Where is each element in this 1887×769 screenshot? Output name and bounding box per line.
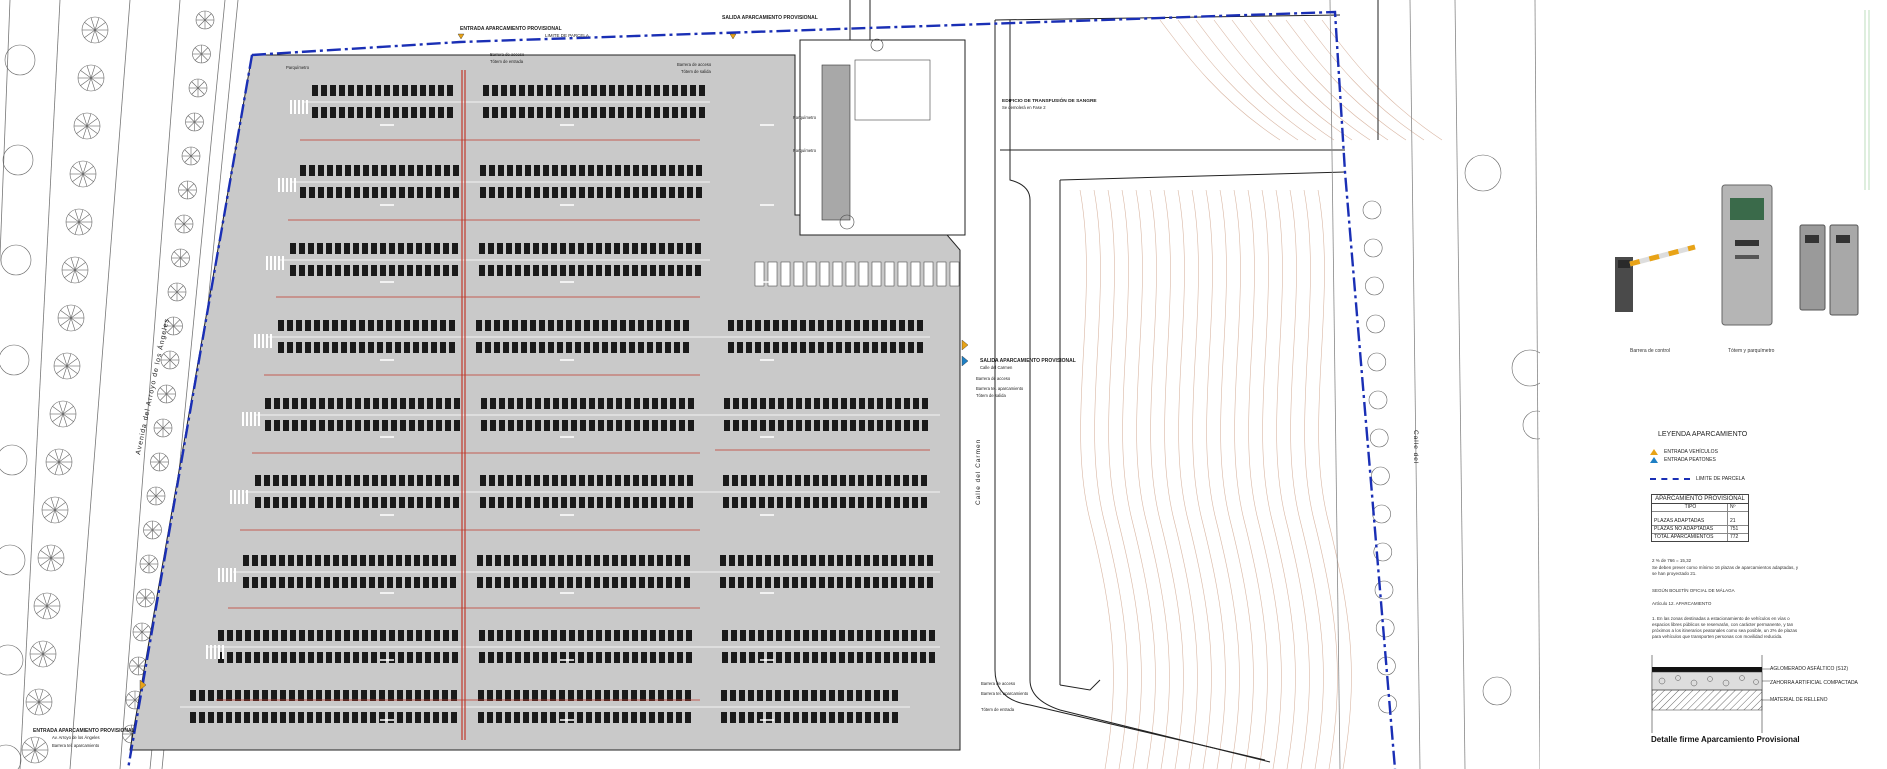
layer-relleno: MATERIAL DE RELLENO: [1770, 697, 1828, 703]
salida-top-label: SALIDA APARCAMIENTO PROVISIONAL: [722, 15, 818, 21]
site-plan: ENTRADA APARCAMIENTO PROVISIONAL SALIDA …: [0, 0, 1540, 769]
note-source: SEGÚN BOLETÍN OFICIAL DE MÁLAGA: [1652, 588, 1735, 593]
parking-stalls: [180, 85, 960, 723]
layer-zahorra: ZAHORRA ARTIFICIAL COMPACTADA: [1770, 680, 1858, 686]
edge-stamp: [1864, 10, 1870, 190]
building-core: [821, 64, 851, 221]
stall-row: [290, 165, 710, 198]
boundary-line-icon: [1650, 478, 1690, 480]
layer-asfalto: AGLOMERADO ASFÁLTICO (S12): [1770, 666, 1848, 672]
parquimetro-label-2: Parquímetro: [793, 115, 817, 120]
stall-row: [268, 320, 930, 353]
edificio-sub: Se demolerá en Fase 2: [1002, 105, 1046, 110]
plot-boundary-west: [126, 54, 254, 769]
stall-row: [302, 85, 710, 118]
far-right-street: [1329, 0, 1540, 769]
caption-totem: Tótem y parquímetro: [1728, 348, 1775, 354]
legend-title: LEYENDA APARCAMIENTO: [1658, 431, 1748, 438]
trees: [0, 10, 215, 769]
right-streets: [849, 0, 1379, 763]
table-title: APARCAMIENTO PROVISIONAL: [1652, 495, 1748, 504]
calle-carmen-small: Calle del Carmen: [980, 365, 1013, 370]
stall-row: [245, 475, 940, 508]
stall-row: [280, 243, 710, 276]
totem-entrada-label: Tótem de entrada: [490, 59, 524, 64]
parquimetro-label-1: Parquímetro: [286, 65, 310, 70]
legend-row-limite: LIMITE DE PARCELA: [1650, 476, 1745, 482]
salida-right-label: SALIDA APARCAMIENTO PROVISIONAL: [980, 358, 1076, 364]
barrera-label-2: Barrera de acceso: [677, 62, 712, 67]
barrier-illustration: [1615, 244, 1696, 312]
calle-right-label: Calle del: [1412, 430, 1419, 464]
stall-row: [208, 630, 940, 663]
calle-carmen-label: Calle del Carmen: [975, 439, 982, 505]
plot-boundary: [251, 10, 1397, 769]
totem-illustration: [1721, 184, 1859, 326]
info-panel: Barrera de control Tótem y parquímetro: [1580, 0, 1887, 769]
totem-entrada-2: Tótem de entrada: [981, 707, 1015, 712]
stall-row: [233, 555, 940, 588]
entrada-top-label: ENTRADA APARCAMIENTO PROVISIONAL: [460, 26, 562, 32]
terrain-contours: [1079, 19, 1443, 769]
row-dimensions: [216, 139, 930, 701]
edificio-title: EDIFICIO DE TRANSFUSIÓN DE SANGRE: [1002, 96, 1097, 104]
lane-arrows: [380, 124, 774, 721]
limite-parcela-label: LIMITE DE PARCELA: [545, 33, 589, 38]
legend-row-peatones: ENTRADA PEATONES: [1650, 457, 1716, 463]
parquimetro-label-3: Parquímetro: [793, 148, 817, 153]
stall-row: [255, 398, 940, 431]
legend-row-vehiculos: ENTRADA VEHÍCULOS: [1650, 449, 1718, 455]
street-lamps: [1362, 154, 1540, 714]
totem-salida-label: Tótem de salida: [681, 69, 711, 74]
pedestrian-entry-icon: [1650, 457, 1658, 463]
barrera-label-1: Barrera de acceso: [490, 52, 525, 57]
barrera-aparcamiento-1: Barrera tel. aparcamiento: [976, 386, 1024, 391]
note-requirement: Se deben prever como mínimo 16 plazas de…: [1652, 565, 1799, 576]
barrera-label-4: Barrera de acceso: [981, 681, 1016, 686]
entry-markers: [139, 33, 969, 691]
note-article: Artículo 12. APARCAMIENTO: [1652, 601, 1712, 606]
avenida-label: Avenida del Arroyo de los Ángeles: [133, 317, 171, 455]
pavement-detail: [1651, 655, 1770, 733]
note-calc: 2 % de 766 = 15,32: [1652, 558, 1692, 563]
totem-salida-2: Tótem de salida: [976, 393, 1006, 398]
caption-barrera: Barrera de control: [1630, 348, 1671, 354]
stall-row: [180, 690, 910, 723]
detail-title: Detalle firme Aparcamiento Provisional: [1651, 735, 1800, 744]
barrera-label-3: Barrera de acceso: [976, 376, 1011, 381]
note-text: 1. En las zonas destinadas a estacionami…: [1652, 616, 1798, 639]
accessible-stalls: [754, 261, 960, 287]
entrada-bottom-sub: Av. Arroyo de los Ángeles: [52, 735, 100, 740]
dimension-lines: [461, 70, 466, 740]
vehicle-entry-icon: [1650, 449, 1658, 455]
entrada-bottom-sub2: Barrera tel. aparcamiento: [52, 743, 100, 748]
crosswalks: [206, 100, 308, 659]
barrera-aparcamiento-2: Barrera tel. aparcamiento: [981, 691, 1029, 696]
entrada-bottom-label: ENTRADA APARCAMIENTO PROVISIONAL: [33, 728, 135, 734]
